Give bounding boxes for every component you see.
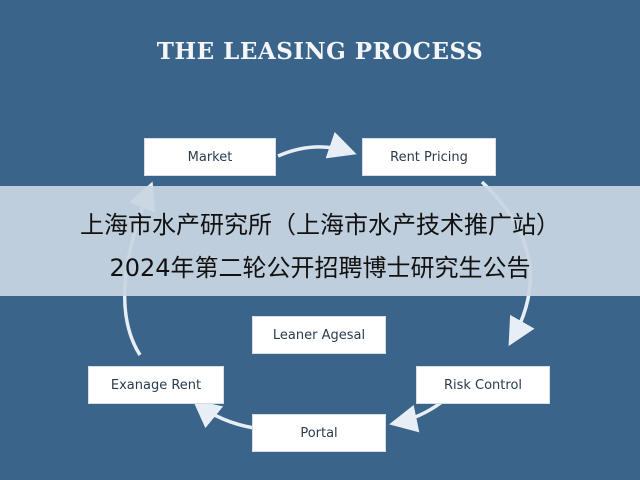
node-market: Market xyxy=(144,138,276,176)
node-rent-pricing: Rent Pricing xyxy=(362,138,496,176)
overlay-line-1: 上海市水产研究所（上海市水产技术推广站） xyxy=(80,211,560,239)
node-leaner-agesal: Leaner Agesal xyxy=(252,316,386,354)
node-risk-control: Risk Control xyxy=(416,366,550,404)
overlay-banner xyxy=(0,186,640,296)
arrow-risk-control-to-portal xyxy=(389,400,444,433)
overlay-line-2: 2024年第二轮公开招聘博士研究生公告 xyxy=(109,254,531,282)
node-exanage-rent: Exanage Rent xyxy=(88,366,224,404)
arrow-market-to-rent-pricing xyxy=(277,131,357,159)
node-portal: Portal xyxy=(252,414,386,452)
diagram-title: THE LEASING PROCESS xyxy=(156,38,484,65)
arrow-portal-to-exanage-rent xyxy=(192,399,255,430)
